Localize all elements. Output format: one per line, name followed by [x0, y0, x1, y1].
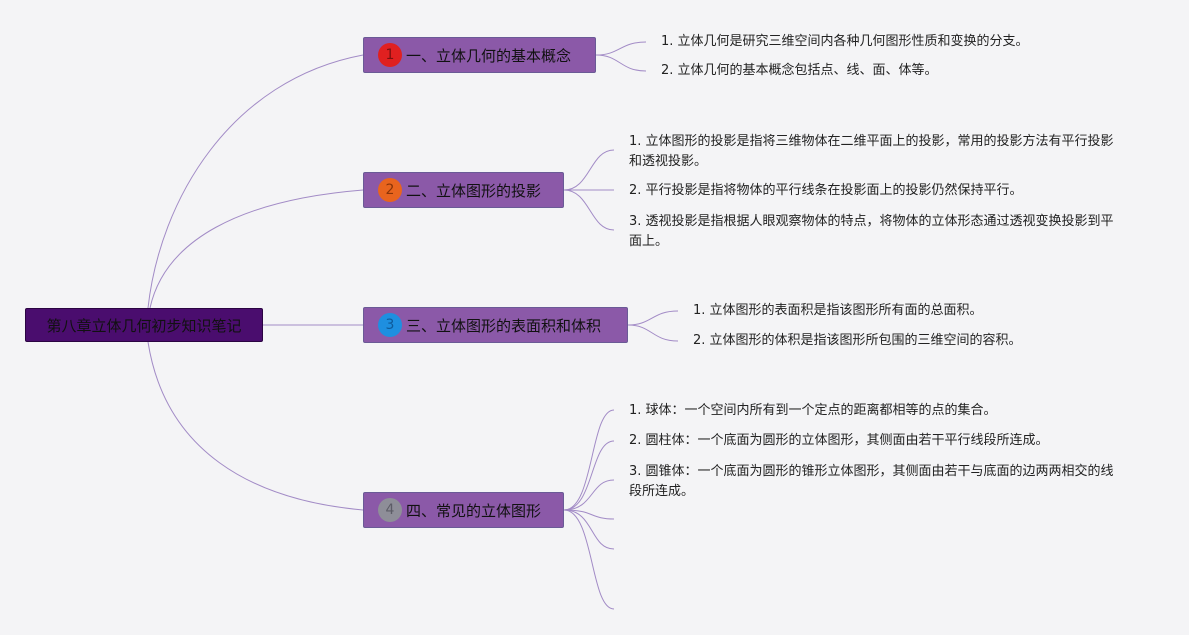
topic-2-item-3[interactable]: 3. 透视投影是指根据人眼观察物体的特点，将物体的立体形态通过透视变换投影到平面…	[629, 214, 1114, 249]
link-topic-2-item-3	[563, 189, 615, 231]
link-topic-4-item-6	[563, 509, 615, 610]
link-topic-4-item-3	[563, 479, 615, 511]
link-topic-4-item-5	[563, 509, 615, 550]
topic-3-item-2[interactable]: 2. 立体图形的体积是指该图形所包围的三维空间的容积。	[693, 333, 1022, 348]
root-label: 第八章立体几何初步知识笔记	[46, 316, 242, 335]
link-topic-1-item-2	[595, 54, 647, 72]
topic-4-item-3[interactable]: 3. 圆锥体：一个底面为圆形的锥形立体图形，其侧面由若干与底面的边两两相交的线段…	[629, 464, 1114, 499]
link-topic-4-item-2	[563, 440, 615, 511]
topic-2-item-2[interactable]: 2. 平行投影是指将物体的平行线条在投影面上的投影仍然保持平行。	[629, 183, 1023, 198]
link-root-topic-1	[147, 54, 364, 309]
priority-badge-1: 1	[378, 43, 402, 67]
link-root-topic-2	[149, 189, 364, 309]
priority-badge-3: 3	[378, 313, 402, 337]
topic-label: 二、立体图形的投影	[406, 181, 542, 200]
topic-4-item-1[interactable]: 1. 球体：一个空间内所有到一个定点的距离都相等的点的集合。	[629, 403, 997, 418]
topic-1-item-2[interactable]: 2. 立体几何的基本概念包括点、线、面、体等。	[661, 63, 938, 78]
link-topic-1-item-1	[595, 41, 647, 56]
topic-node-1[interactable]: 1 一、立体几何的基本概念	[363, 37, 596, 73]
topic-node-4[interactable]: 4 四、常见的立体图形	[363, 492, 564, 528]
topic-label: 一、立体几何的基本概念	[406, 46, 572, 65]
link-topic-3-item-2	[627, 324, 679, 342]
topic-3-item-1[interactable]: 1. 立体图形的表面积是指该图形所有面的总面积。	[693, 303, 983, 318]
topic-2-item-1[interactable]: 1. 立体图形的投影是指将三维物体在二维平面上的投影，常用的投影方法有平行投影和…	[629, 134, 1114, 169]
priority-badge-2: 2	[378, 178, 402, 202]
link-topic-2-item-1	[563, 149, 615, 191]
topic-label: 四、常见的立体图形	[406, 501, 542, 520]
topic-label: 三、立体图形的表面积和体积	[406, 316, 602, 335]
topic-node-2[interactable]: 2 二、立体图形的投影	[363, 172, 564, 208]
link-topic-4-item-1	[563, 409, 615, 511]
root-node[interactable]: 第八章立体几何初步知识笔记	[25, 308, 263, 342]
priority-badge-4: 4	[378, 498, 402, 522]
topic-4-item-2[interactable]: 2. 圆柱体：一个底面为圆形的立体图形，其侧面由若干平行线段所连成。	[629, 433, 1049, 448]
topic-1-item-1[interactable]: 1. 立体几何是研究三维空间内各种几何图形性质和变换的分支。	[661, 34, 1029, 49]
link-root-topic-4	[147, 341, 364, 511]
link-topic-3-item-1	[627, 310, 679, 326]
topic-node-3[interactable]: 3 三、立体图形的表面积和体积	[363, 307, 628, 343]
